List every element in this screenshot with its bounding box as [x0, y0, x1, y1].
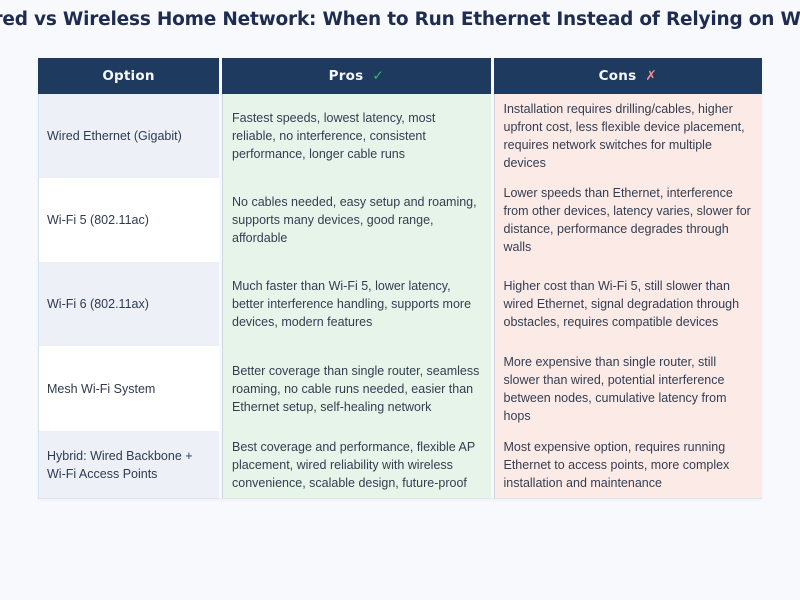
table-header: Option Pros ✓ Cons ✗ — [38, 58, 762, 94]
header-row: Option Pros ✓ Cons ✗ — [38, 58, 762, 94]
option-cell: Wi-Fi 6 (802.11ax) — [38, 262, 219, 346]
option-cell: Mesh Wi-Fi System — [38, 346, 219, 431]
check-icon: ✓ — [372, 68, 384, 84]
table-body: Wired Ethernet (Gigabit) Fastest speeds,… — [38, 94, 762, 499]
option-cell: Hybrid: Wired Backbone + Wi-Fi Access Po… — [38, 431, 219, 499]
header-cons-label: Cons — [598, 68, 637, 84]
cons-cell: Most expensive option, requires running … — [490, 431, 762, 499]
option-cell: Wi-Fi 5 (802.11ac) — [38, 178, 219, 262]
pros-cell: Much faster than Wi-Fi 5, lower latency,… — [219, 262, 491, 346]
table-row: Wired Ethernet (Gigabit) Fastest speeds,… — [38, 94, 762, 178]
cross-icon: ✗ — [645, 68, 657, 84]
page-title: Wired vs Wireless Home Network: When to … — [0, 9, 800, 30]
pros-cell: Fastest speeds, lowest latency, most rel… — [219, 94, 491, 178]
option-cell: Wired Ethernet (Gigabit) — [38, 94, 219, 178]
cons-cell: Higher cost than Wi-Fi 5, still slower t… — [490, 262, 762, 346]
table-row: Wi-Fi 6 (802.11ax) Much faster than Wi-F… — [38, 262, 762, 346]
cons-cell: Installation requires drilling/cables, h… — [490, 94, 762, 178]
pros-cell: Best coverage and performance, flexible … — [219, 431, 491, 499]
header-cons: Cons ✗ — [490, 58, 762, 94]
header-pros: Pros ✓ — [219, 58, 491, 94]
header-option: Option — [38, 58, 219, 94]
cons-cell: More expensive than single router, still… — [490, 346, 762, 431]
header-pros-label: Pros — [328, 68, 364, 84]
table-row: Mesh Wi-Fi System Better coverage than s… — [38, 346, 762, 431]
comparison-table: Option Pros ✓ Cons ✗ Wired Ethernet (Gigab… — [38, 58, 762, 499]
table-row: Wi-Fi 5 (802.11ac) No cables needed, eas… — [38, 178, 762, 262]
pros-cell: No cables needed, easy setup and roaming… — [219, 178, 491, 262]
cons-cell: Lower speeds than Ethernet, interference… — [490, 178, 762, 262]
header-option-label: Option — [102, 68, 155, 84]
pros-cell: Better coverage than single router, seam… — [219, 346, 491, 431]
table-row: Hybrid: Wired Backbone + Wi-Fi Access Po… — [38, 431, 762, 499]
